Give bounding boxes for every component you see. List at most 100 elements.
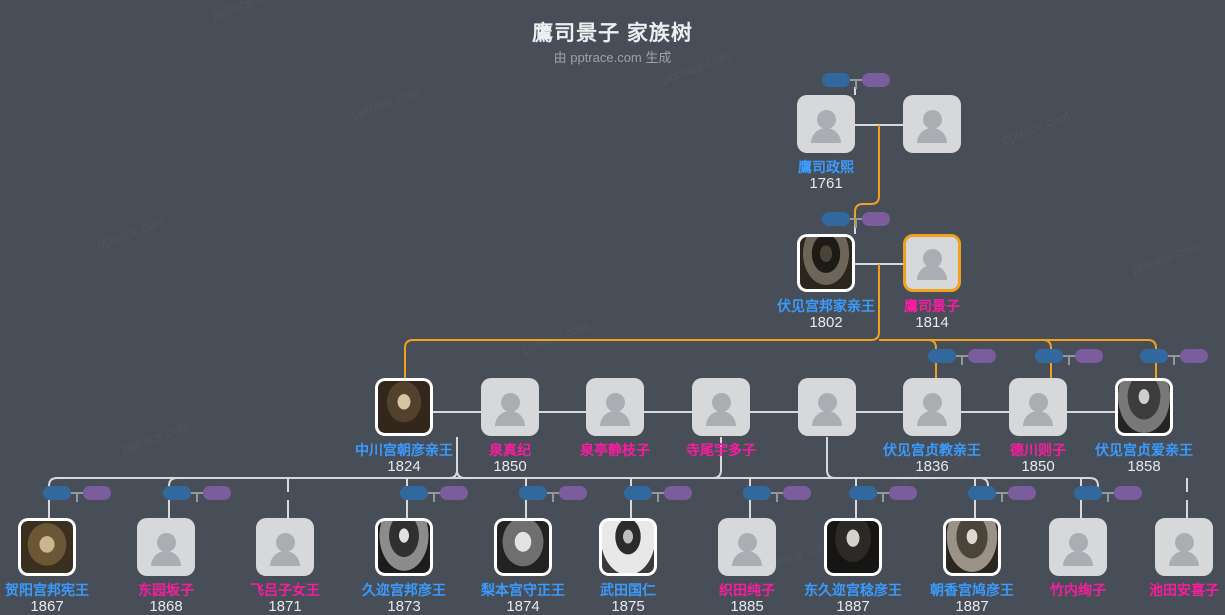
person-card[interactable] [797, 234, 855, 292]
person-name-label[interactable]: 东久迩宫稔彦王 [804, 582, 902, 598]
person-node[interactable] [903, 95, 961, 153]
person-card[interactable] [903, 378, 961, 436]
spouse-badge[interactable] [1035, 349, 1063, 363]
person-name-label[interactable]: 梨本宫守正王 [481, 582, 565, 598]
person-avatar-icon [481, 378, 539, 436]
person-name-label[interactable]: 伏见宫贞教亲王 [883, 442, 981, 458]
person-node[interactable]: 竹内绚子 [1049, 518, 1107, 598]
children-badge[interactable] [83, 486, 111, 500]
person-card[interactable] [599, 518, 657, 576]
spouse-badge[interactable] [968, 486, 996, 500]
person-card[interactable] [375, 518, 433, 576]
person-name-label[interactable]: 贺阳宫邦宪王 [5, 582, 89, 598]
person-name-label[interactable]: 竹内绚子 [1050, 582, 1106, 598]
person-card[interactable] [494, 518, 552, 576]
person-card[interactable] [797, 95, 855, 153]
person-card[interactable] [692, 378, 750, 436]
person-card[interactable] [1009, 378, 1067, 436]
person-name-label[interactable]: 织田纯子 [719, 582, 775, 598]
spouse-badge[interactable] [849, 486, 877, 500]
person-name-label[interactable]: 中川宫朝彦亲王 [355, 442, 453, 458]
children-badge[interactable] [1180, 349, 1208, 363]
person-node[interactable]: 泉亭静枝子 [580, 378, 650, 458]
children-badge[interactable] [862, 212, 890, 226]
person-card[interactable] [798, 378, 856, 436]
spouse-badge[interactable] [43, 486, 71, 500]
spouse-badge[interactable] [1140, 349, 1168, 363]
person-birth-year: 1887 [836, 598, 870, 615]
spouse-badge[interactable] [624, 486, 652, 500]
person-name-label[interactable]: 朝香宫鸠彦王 [930, 582, 1014, 598]
person-avatar-icon [256, 518, 314, 576]
children-badge[interactable] [968, 349, 996, 363]
person-name-label[interactable]: 久迩宫邦彦王 [362, 582, 446, 598]
person-card[interactable] [718, 518, 776, 576]
person-name-label[interactable]: 鷹司景子 [904, 298, 960, 314]
children-badge[interactable] [664, 486, 692, 500]
children-badge[interactable] [862, 73, 890, 87]
person-name-label[interactable]: 伏见宫邦家亲王 [777, 298, 875, 314]
person-name-label[interactable]: 东园坂子 [138, 582, 194, 598]
spouse-badge[interactable] [163, 486, 191, 500]
person-card[interactable] [375, 378, 433, 436]
person-name-label[interactable]: 伏见宫贞爱亲王 [1095, 442, 1193, 458]
children-badge[interactable] [1114, 486, 1142, 500]
spouse-badge[interactable] [519, 486, 547, 500]
person-node[interactable]: 池田安喜子 [1149, 518, 1219, 598]
person-card[interactable] [586, 378, 644, 436]
spouse-badge[interactable] [743, 486, 771, 500]
children-badge[interactable] [440, 486, 468, 500]
person-name-label[interactable]: 德川则子 [1010, 442, 1066, 458]
person-card[interactable] [903, 95, 961, 153]
person-card[interactable] [137, 518, 195, 576]
spouse-badge[interactable] [928, 349, 956, 363]
person-node[interactable] [798, 378, 856, 436]
children-badge[interactable] [1075, 349, 1103, 363]
person-card[interactable] [943, 518, 1001, 576]
spouse-badge[interactable] [1074, 486, 1102, 500]
person-card[interactable] [1115, 378, 1173, 436]
person-name-label[interactable]: 寺尾宇多子 [686, 442, 756, 458]
person-name-label[interactable]: 鷹司政煕 [798, 159, 854, 175]
person-avatar-icon [903, 378, 961, 436]
children-badge[interactable] [559, 486, 587, 500]
person-name-label[interactable]: 泉真纪 [489, 442, 531, 458]
children-badge[interactable] [1008, 486, 1036, 500]
badge-stem [776, 493, 778, 502]
person-card[interactable] [481, 378, 539, 436]
person-node[interactable]: 寺尾宇多子 [686, 378, 756, 458]
person-card[interactable] [18, 518, 76, 576]
person-card[interactable] [256, 518, 314, 576]
focus-person-card[interactable] [903, 234, 961, 292]
spouse-badge[interactable] [822, 212, 850, 226]
person-name-label[interactable]: 泉亭静枝子 [580, 442, 650, 458]
spouse-badge[interactable] [822, 73, 850, 87]
person-card[interactable] [824, 518, 882, 576]
children-badge[interactable] [203, 486, 231, 500]
person-card[interactable] [1049, 518, 1107, 576]
person-name-label[interactable]: 飞吕子女王 [250, 582, 320, 598]
person-name-label[interactable]: 池田安喜子 [1149, 582, 1219, 598]
person-name-label[interactable]: 武田国仁 [600, 582, 656, 598]
person-card[interactable] [1155, 518, 1213, 576]
children-badge[interactable] [783, 486, 811, 500]
children-badge[interactable] [889, 486, 917, 500]
spouse-badge[interactable] [400, 486, 428, 500]
